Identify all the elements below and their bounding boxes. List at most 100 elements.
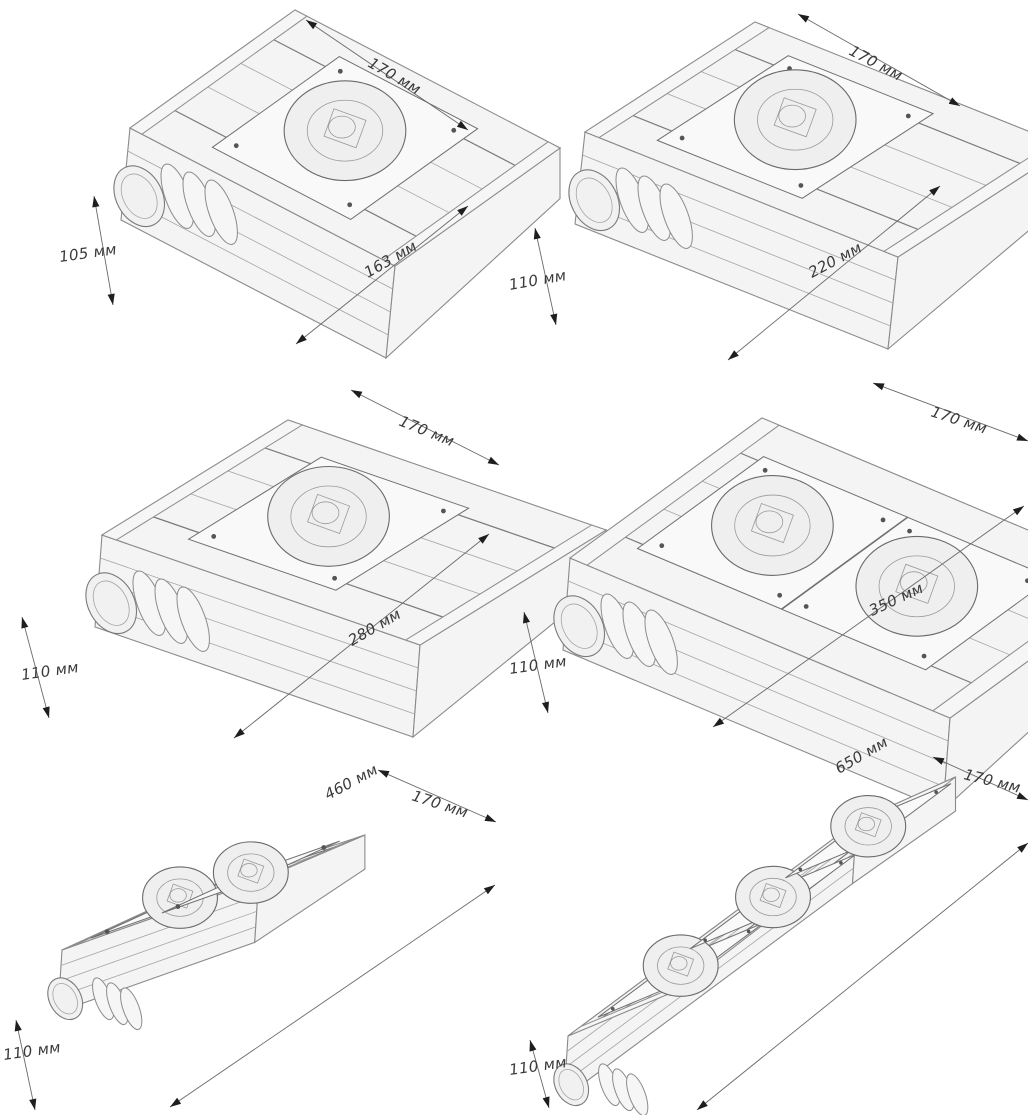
width-dimension [305,19,469,131]
lens-dome [735,865,812,929]
lens-module [689,853,857,950]
mounting-tube [85,570,210,652]
length-dimension [696,842,1028,1111]
length-label: 460 мм [321,760,381,803]
lens-module [656,55,935,199]
mounting-tube [553,593,678,675]
screw-icon [610,1006,615,1011]
screw-icon [211,534,217,539]
height-dimension [533,227,558,326]
screw-icon [441,508,446,514]
screw-icon [347,202,353,208]
length-dimension [169,884,496,1108]
height-label: 110 мм [20,658,80,684]
height-label: 110 мм [508,652,568,678]
screw-icon [659,543,665,549]
length-dimension [712,505,1025,728]
width-label: 170 мм [410,787,471,822]
length-dimension [295,205,469,345]
lens-module [211,56,479,220]
screw-icon [762,467,768,473]
end-cap [404,524,608,646]
lens-dome [212,841,289,904]
heat-fin [626,1073,649,1115]
screw-icon [746,929,751,934]
screw-icon [798,867,803,872]
height-label: 110 мм [2,1038,62,1064]
housing-end [942,660,1028,812]
screw-icon [839,861,843,865]
lens-module [187,456,470,591]
screw-icon [798,183,804,188]
lens-dome [711,475,834,576]
width-dimension [872,382,1028,442]
width-label: 170 мм [929,403,990,438]
heat-fin [659,183,693,249]
lens-dome [855,535,979,637]
end-cap [882,157,1028,258]
width-dimension [377,769,497,823]
mounting-tube [47,977,143,1031]
screw-icon [1025,578,1028,584]
heat-fin [644,609,678,675]
mounting-tube [553,1063,649,1115]
lens-dome [642,934,719,997]
end-cap [568,417,781,566]
width-dimension [350,389,500,466]
screw-icon [321,845,327,850]
screw-icon [803,604,809,609]
lens-module [636,456,909,610]
height-dimension [21,616,50,719]
screw-icon [679,135,685,141]
width-label: 170 мм [397,412,457,450]
mounting-tube [113,163,238,245]
end-cap [100,419,304,541]
heat-fin [120,987,143,1031]
screw-icon [703,938,707,942]
screw-icon [104,929,110,935]
lens-module [161,840,340,914]
length-dimension [233,533,490,739]
screw-icon [921,653,927,659]
screw-icon [777,592,783,598]
width-label: 170 мм [962,765,1022,796]
lens-dome [733,69,857,171]
screw-icon [332,575,338,581]
height-dimension [92,195,115,306]
length-dimension [727,185,941,361]
end-cap [583,21,771,139]
height-dimension [529,1039,550,1109]
width-dimension [932,756,1028,801]
height-label: 105 мм [58,240,118,266]
height-dimension [14,1019,37,1111]
screw-icon [880,517,886,523]
height-dimension [523,611,549,714]
lens-module [785,783,952,879]
lens-module [780,516,1028,671]
screw-icon [175,904,181,909]
screw-icon [905,113,911,119]
width-dimension [797,13,961,107]
lens-dome [830,795,907,858]
screw-icon [451,127,457,133]
end-cap [931,640,1028,719]
screw-icon [934,790,938,794]
screw-icon [907,528,912,534]
lens-dome [283,80,407,182]
screw-icon [337,68,343,74]
heat-fin [176,586,210,652]
height-label: 110 мм [508,266,568,294]
luminaire-m5: 170 мм 460 мм 110 мм [2,760,497,1111]
lens-dome [267,465,390,567]
end-cap [129,9,308,135]
lens-dome [142,866,218,929]
screw-icon [233,143,239,149]
mounting-tube [568,167,693,249]
heat-fin [204,179,238,245]
